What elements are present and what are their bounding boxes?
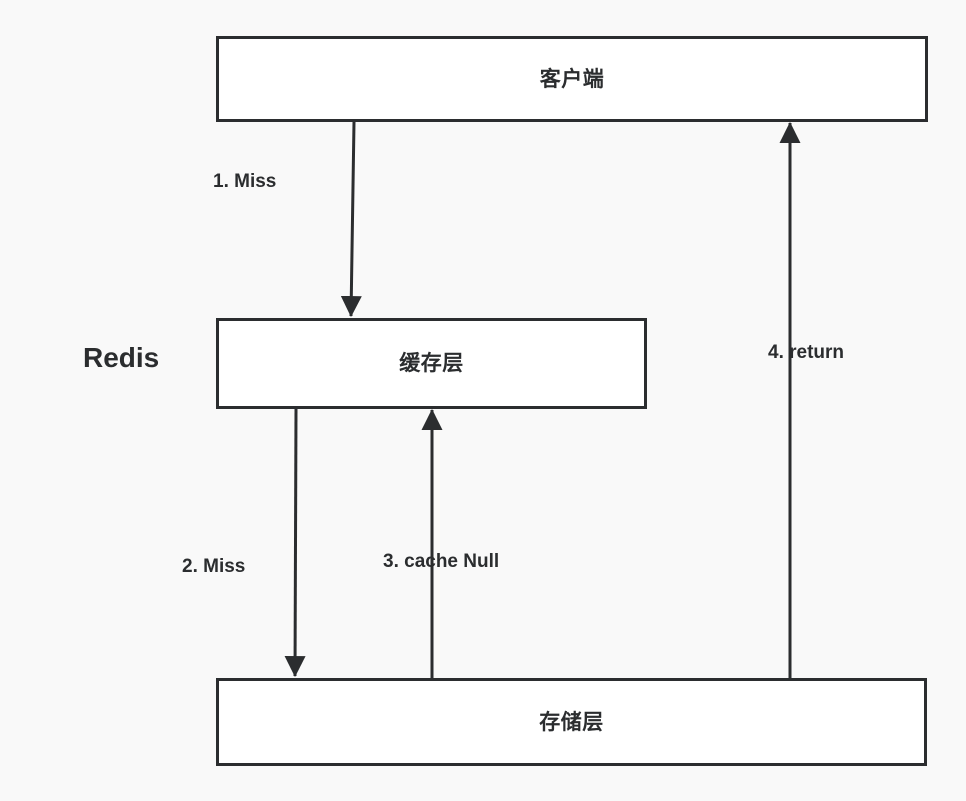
- node-cache[interactable]: 缓存层: [216, 318, 647, 409]
- edge-2-miss-arrow: [284, 408, 306, 678]
- node-storage[interactable]: 存储层: [216, 678, 927, 766]
- edge-3-cache-null-label: 3. cache Null: [383, 551, 500, 572]
- redis-group-label: Redis: [83, 342, 160, 373]
- edge-1-miss-arrow: [340, 121, 362, 318]
- edge-1-miss-label: 1. Miss: [213, 171, 277, 192]
- node-cache-label: 缓存层: [399, 352, 464, 375]
- edge-2-miss-label: 2. Miss: [182, 556, 246, 577]
- node-storage-label: 存储层: [539, 710, 604, 734]
- node-client[interactable]: 客户端: [216, 36, 928, 122]
- node-client-label: 客户端: [539, 67, 605, 91]
- edge-4-return-label: 4. return: [768, 342, 845, 363]
